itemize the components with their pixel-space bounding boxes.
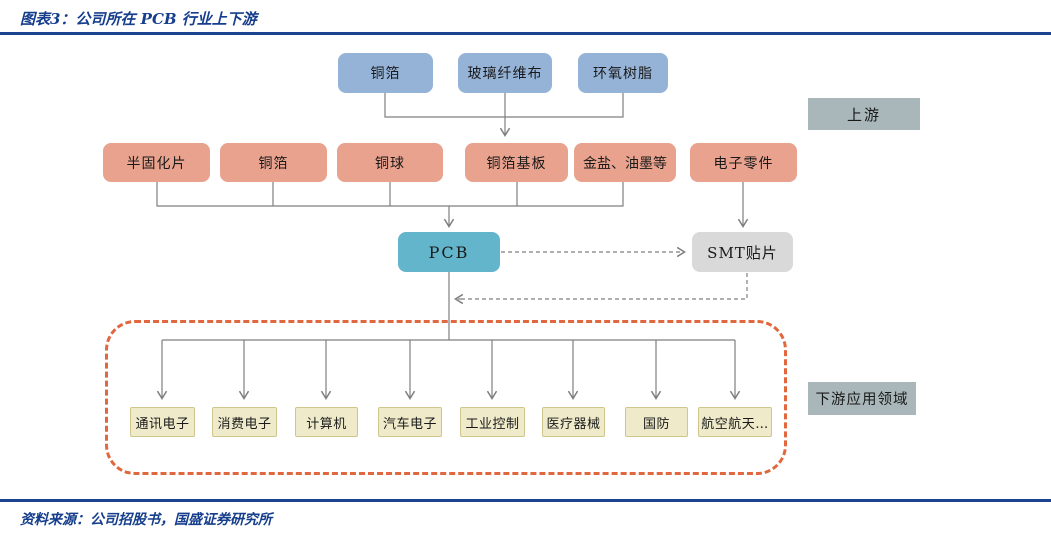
node-glass-fiber-cloth: 玻璃纤维布	[458, 53, 552, 93]
smt-feedback-dashed-line	[458, 273, 748, 300]
node-electronic-components: 电子零件	[690, 143, 797, 182]
node-copper-ball: 铜球	[337, 143, 443, 182]
node-prepreg: 半固化片	[103, 143, 210, 182]
node-app-consumer: 消费电子	[212, 407, 277, 437]
upstream-label: 上游	[808, 98, 920, 130]
node-smt: SMT贴片	[692, 232, 793, 272]
node-pcb: PCB	[398, 232, 500, 272]
figure-source: 资料来源：公司招股书，国盛证券研究所	[20, 512, 272, 528]
node-gold-salt-ink: 金盐、油墨等	[574, 143, 676, 182]
node-app-automotive: 汽车电子	[378, 407, 442, 437]
footer-rule	[0, 499, 1051, 502]
header-rule	[0, 32, 1051, 35]
node-copper-clad-laminate: 铜箔基板	[465, 143, 568, 182]
downstream-label: 下游应用领域	[808, 382, 916, 415]
node-app-defense: 国防	[625, 407, 688, 437]
node-app-communication: 通讯电子	[130, 407, 195, 437]
figure-title: 图表3：公司所在 PCB 行业上下游	[20, 10, 257, 28]
node-copper-foil: 铜箔	[220, 143, 327, 182]
node-app-aerospace: 航空航天…	[698, 407, 772, 437]
raw-to-junction-line	[384, 93, 624, 118]
downstream-dashed-region	[105, 320, 787, 475]
node-copper-foil-raw: 铜箔	[338, 53, 433, 93]
node-epoxy-resin: 环氧树脂	[578, 53, 668, 93]
node-app-computer: 计算机	[295, 407, 358, 437]
node-app-medical: 医疗器械	[542, 407, 605, 437]
intermediate-drop-lines	[272, 182, 518, 206]
node-app-industrial: 工业控制	[460, 407, 525, 437]
